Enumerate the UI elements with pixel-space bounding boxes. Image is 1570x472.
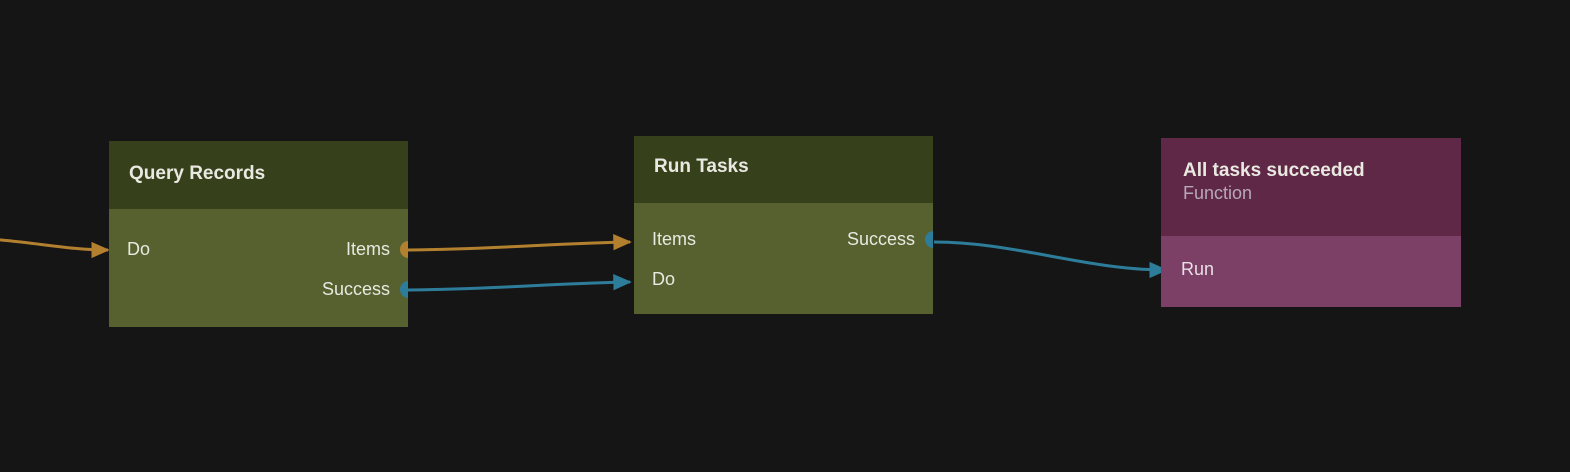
port-row-all-tasks-succeeded-0: Run (1161, 249, 1461, 289)
node-all-tasks-succeeded[interactable]: All tasks succeeded Function Run (1161, 138, 1461, 307)
node-query-records[interactable]: Query Records Do Items Success (109, 141, 408, 327)
edge-query-records-success-to-run-tasks-do (407, 274, 632, 292)
node-run-tasks-body: Items Success Do (634, 203, 933, 314)
port-dot-run-tasks-success[interactable] (924, 230, 933, 248)
node-run-tasks-title: Run Tasks (654, 156, 749, 177)
node-query-records-header[interactable]: Query Records (109, 141, 408, 209)
port-label-query-records-do[interactable]: Do (127, 239, 151, 259)
node-run-tasks-header[interactable]: Run Tasks (634, 136, 933, 203)
port-label-run-tasks-success[interactable]: Success (846, 229, 915, 249)
edge-incoming-to-query-records-do (0, 238, 110, 259)
port-row-query-records-1: Success (109, 269, 408, 309)
node-run-tasks[interactable]: Run Tasks Items Success Do (634, 136, 933, 314)
port-label-run-tasks-items[interactable]: Items (652, 229, 697, 249)
port-dot-query-records-items[interactable] (399, 240, 408, 258)
port-label-query-records-success[interactable]: Success (321, 279, 390, 299)
port-label-query-records-items[interactable]: Items (345, 239, 390, 259)
node-all-tasks-succeeded-subtitle: Function (1183, 183, 1253, 203)
port-label-all-tasks-succeeded-run[interactable]: Run (1181, 259, 1215, 279)
port-label-run-tasks-do[interactable]: Do (652, 269, 676, 289)
node-query-records-title: Query Records (129, 163, 266, 184)
node-all-tasks-succeeded-body: Run (1161, 236, 1461, 307)
port-row-query-records-0: Do Items (109, 229, 408, 269)
edge-query-records-items-to-run-tasks-items (407, 234, 632, 252)
node-all-tasks-succeeded-title: All tasks succeeded (1183, 160, 1365, 181)
port-dot-query-records-success[interactable] (399, 280, 408, 298)
node-all-tasks-succeeded-header[interactable]: All tasks succeeded Function (1161, 138, 1461, 236)
edge-run-tasks-success-to-all-tasks-succeeded-run (933, 240, 1168, 279)
port-row-run-tasks-0: Items Success (634, 219, 933, 259)
port-row-run-tasks-1: Do (634, 259, 933, 299)
node-query-records-body: Do Items Success (109, 209, 408, 327)
